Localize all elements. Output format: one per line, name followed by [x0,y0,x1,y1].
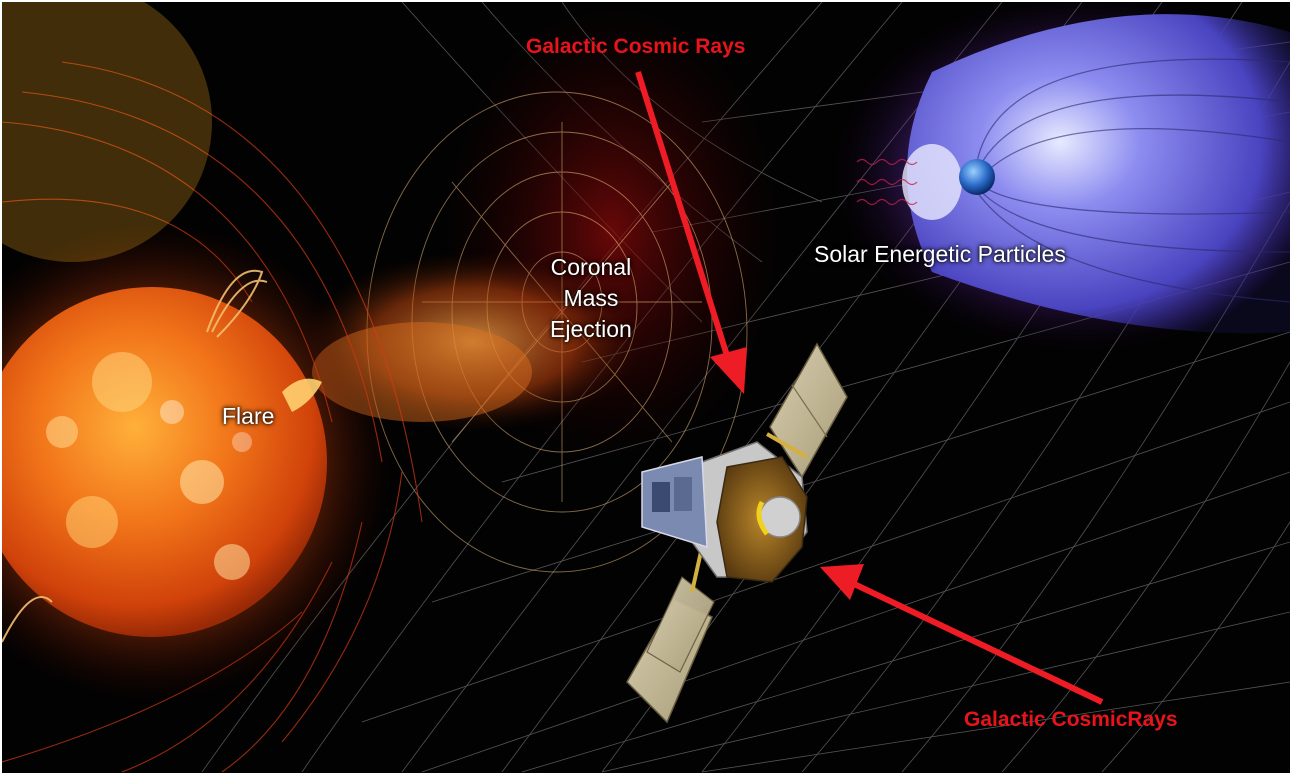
arrow-icon [820,564,1104,705]
coronal-mass-ejection-label: Coronal Mass Ejection [550,252,632,345]
cme-label-line-2: Mass [563,285,619,311]
cme-label-line-3: Ejection [550,316,632,342]
sun-illustration [2,287,327,637]
cme-label-line-1: Coronal [550,254,632,280]
cosmic-rays-label-bottom: Galactic CosmicRays [964,708,1178,731]
spacecraft-icon [626,342,848,724]
flare-label: Flare [222,403,275,429]
cosmic-rays-label-top: Galactic Cosmic Rays [526,35,746,58]
arrow-icon [635,71,747,394]
earth-icon [959,159,995,195]
solar-energetic-particles-label: Solar Energetic Particles [814,241,1066,267]
